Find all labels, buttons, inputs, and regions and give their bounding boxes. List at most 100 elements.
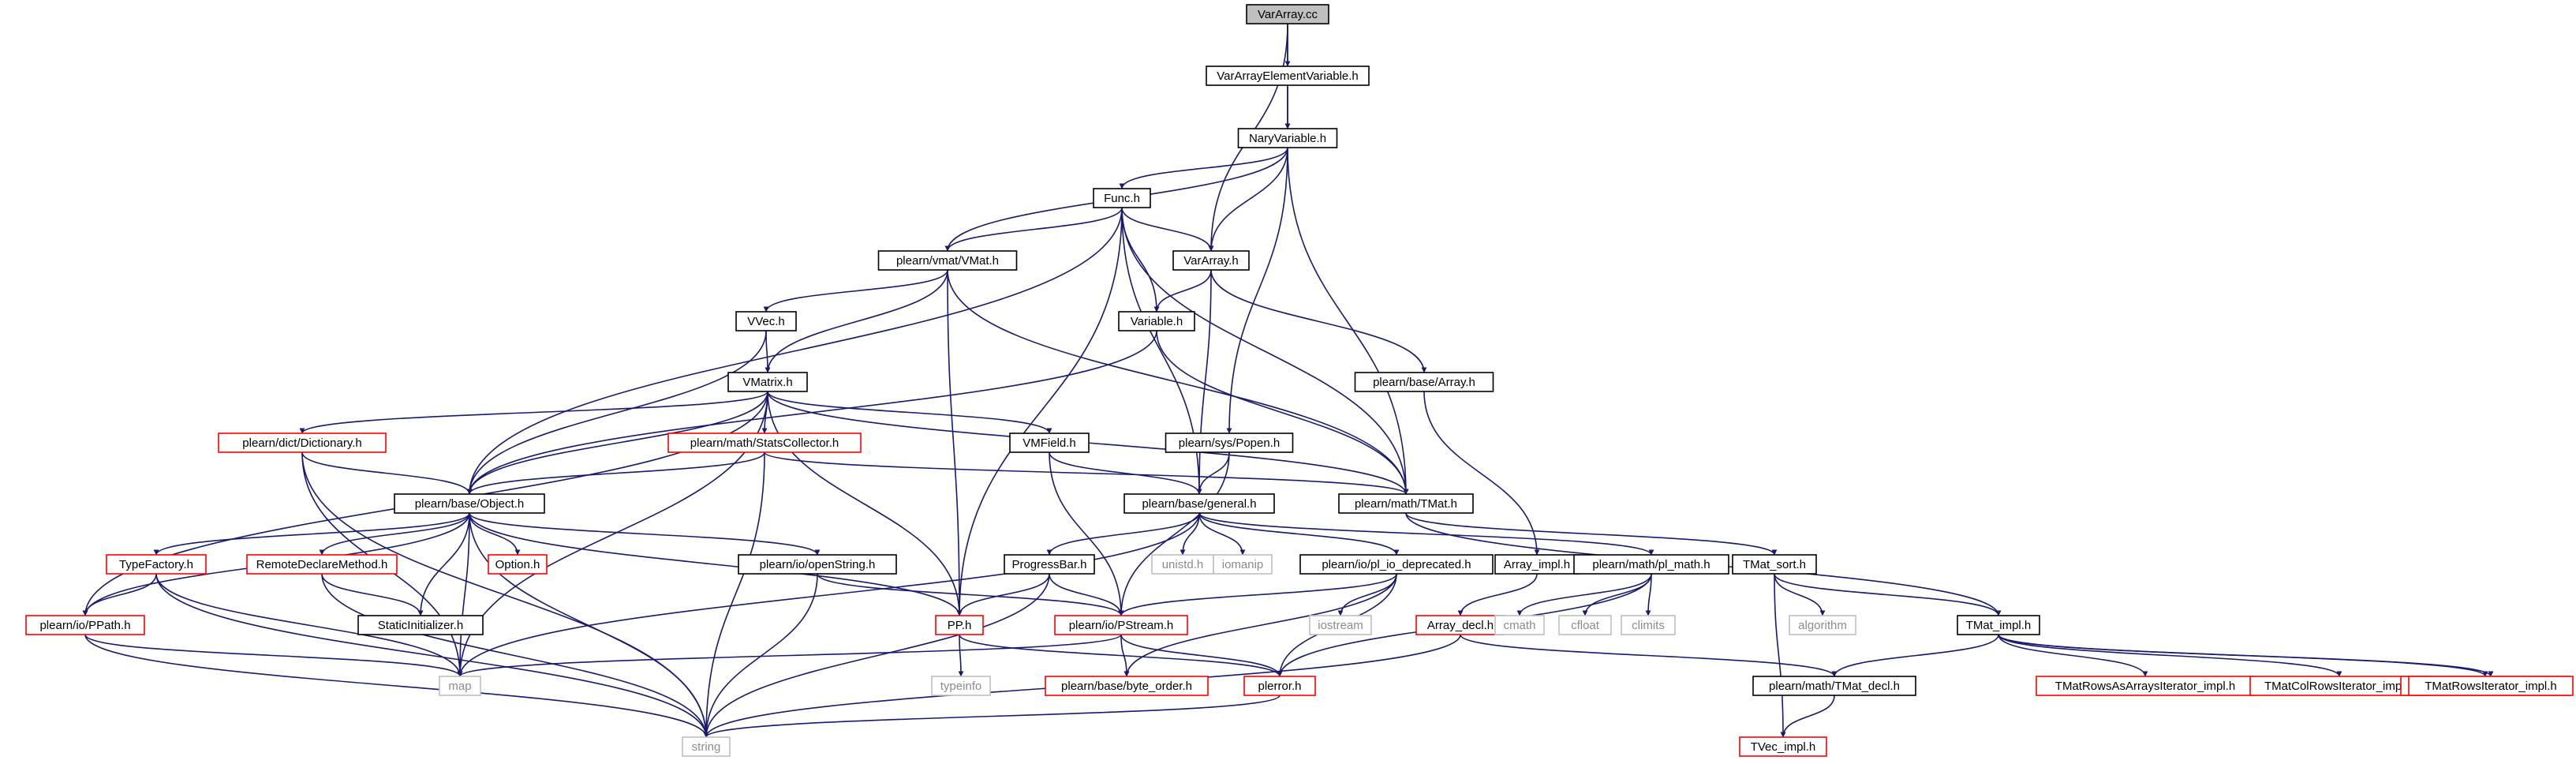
node-vararray-h[interactable]: VarArray.h xyxy=(1172,250,1250,271)
node-box xyxy=(1494,554,1580,575)
node-box xyxy=(25,615,145,635)
node-label: typeinfo xyxy=(940,680,982,693)
node-label: plearn/base/Object.h xyxy=(415,497,524,511)
edge-tmat_impl_h-to-tmat_decl_h xyxy=(1831,634,1999,677)
edge-object_h-to-staticinitializer_h xyxy=(417,512,470,616)
node-unistd-h: unistd.h xyxy=(1151,554,1214,575)
node-dictionary-h[interactable]: plearn/dict/Dictionary.h xyxy=(218,433,387,453)
edge-func_h-to-vararray_h xyxy=(1121,207,1214,252)
node-label: plearn/base/general.h xyxy=(1142,497,1256,511)
node-label: plearn/io/pl_io_deprecated.h xyxy=(1322,558,1471,571)
node-box xyxy=(1415,615,1505,635)
node-func-h[interactable]: Func.h xyxy=(1093,188,1151,208)
node-box xyxy=(1621,615,1676,635)
node-plerror-h[interactable]: plerror.h xyxy=(1243,676,1316,696)
node-box xyxy=(488,554,548,575)
node-vmat-h[interactable]: plearn/vmat/VMat.h xyxy=(877,250,1018,271)
node-label: plearn/sys/Popen.h xyxy=(1179,436,1280,450)
node-box xyxy=(735,311,797,331)
edge-progressbar_h-to-string xyxy=(703,573,1050,738)
node-box xyxy=(1045,676,1209,696)
node-label: TMatColRowsIterator_impl.h xyxy=(2264,680,2414,693)
node-box xyxy=(738,554,897,575)
node-label: plearn/math/TMat_decl.h xyxy=(1769,680,1900,693)
node-string: string xyxy=(682,736,731,757)
node-box xyxy=(1009,433,1090,453)
edge-pp_h-to-typeinfo xyxy=(958,634,964,677)
edge-naryvariable_h-to-tmat_h xyxy=(1287,147,1409,495)
edge-vararray_h-to-base_array_h xyxy=(1210,269,1427,373)
node-general-h[interactable]: plearn/base/general.h xyxy=(1123,493,1275,514)
node-label: Option.h xyxy=(495,558,540,571)
node-option-h[interactable]: Option.h xyxy=(488,554,548,575)
edge-object_h-to-openstring_h xyxy=(469,512,821,556)
node-tmatrows-h[interactable]: TMatRowsIterator_impl.h xyxy=(2408,676,2574,696)
node-variable-h[interactable]: Variable.h xyxy=(1118,311,1195,331)
edge-vmatrix_h-to-object_h xyxy=(466,391,768,495)
node-box xyxy=(1004,554,1095,575)
edge-pl_math_h-to-climits xyxy=(1645,573,1652,616)
node-box xyxy=(1752,676,1916,696)
node-naryvariable-h[interactable]: NaryVariable.h xyxy=(1237,128,1338,148)
node-box xyxy=(1206,66,1370,86)
node-tmat-sort-h[interactable]: TMat_sort.h xyxy=(1732,554,1817,575)
edge-func_h-to-vmat_h xyxy=(944,207,1123,252)
node-base-array-h[interactable]: plearn/base/Array.h xyxy=(1354,372,1494,392)
node-label: PP.h xyxy=(948,619,972,632)
edge-remotedeclaremethod_h-to-string xyxy=(321,573,709,738)
node-tvec-impl-h[interactable]: TVec_impl.h xyxy=(1739,736,1827,757)
node-label: cmath xyxy=(1504,619,1536,632)
node-vararray-cc[interactable]: VarArray.cc xyxy=(1246,4,1329,24)
node-box xyxy=(877,250,1018,271)
node-vmatrix-h[interactable]: VMatrix.h xyxy=(727,372,808,392)
node-array-decl-h[interactable]: Array_decl.h xyxy=(1415,615,1505,635)
edge-func_h-to-variable_h xyxy=(1121,207,1160,313)
node-tmat-decl-h[interactable]: plearn/math/TMat_decl.h xyxy=(1752,676,1916,696)
node-box xyxy=(1151,554,1214,575)
edge-vararray_h-to-variable_h xyxy=(1153,269,1212,313)
edge-tmat_impl_h-to-tmatrows_h xyxy=(1998,634,2494,677)
node-popen-h[interactable]: plearn/sys/Popen.h xyxy=(1165,433,1294,453)
node-tmat-h[interactable]: plearn/math/TMat.h xyxy=(1338,493,1474,514)
node-pl-math-h[interactable]: plearn/math/pl_math.h xyxy=(1573,554,1729,575)
node-vararrayelementvariable-h[interactable]: VarArrayElementVariable.h xyxy=(1206,66,1370,86)
node-array-impl-h[interactable]: Array_impl.h xyxy=(1494,554,1580,575)
edge-general_h-to-pl_math_h xyxy=(1198,512,1654,556)
node-label: TVec_impl.h xyxy=(1751,740,1816,754)
node-openstring-h[interactable]: plearn/io/openString.h xyxy=(738,554,897,575)
node-pstream-h[interactable]: plearn/io/PStream.h xyxy=(1054,615,1188,635)
edge-general_h-to-iomanip xyxy=(1198,512,1246,556)
edge-naryvariable_h-to-func_h xyxy=(1119,147,1288,189)
edge-pl_io_deprecated_h-to-pstream_h xyxy=(1118,573,1397,616)
edge-variable_h-to-tmat_h xyxy=(1156,330,1409,495)
node-pp-h[interactable]: PP.h xyxy=(935,615,984,635)
node-box xyxy=(1213,554,1273,575)
node-label: plearn/math/StatsCollector.h xyxy=(690,436,839,450)
node-label: Func.h xyxy=(1104,192,1140,205)
node-progressbar-h[interactable]: ProgressBar.h xyxy=(1004,554,1095,575)
node-byte-order-h[interactable]: plearn/base/byte_order.h xyxy=(1045,676,1209,696)
node-label: Variable.h xyxy=(1131,315,1183,328)
node-label: TMat_sort.h xyxy=(1743,558,1806,571)
node-object-h[interactable]: plearn/base/Object.h xyxy=(394,493,545,514)
node-tmat-impl-h[interactable]: TMat_impl.h xyxy=(1957,615,2040,635)
edge-object_h-to-pp_h xyxy=(469,512,963,616)
node-label: Array_impl.h xyxy=(1504,558,1570,571)
node-box xyxy=(2036,676,2255,696)
edge-progressbar_h-to-pp_h xyxy=(956,573,1050,616)
node-statscollector-h[interactable]: plearn/math/StatsCollector.h xyxy=(667,433,862,453)
node-tmatrowsasarrays-h[interactable]: TMatRowsAsArraysIterator_impl.h xyxy=(2036,676,2255,696)
node-staticinitializer-h[interactable]: StaticInitializer.h xyxy=(357,615,484,635)
node-vmfield-h[interactable]: VMField.h xyxy=(1009,433,1090,453)
node-box xyxy=(357,615,484,635)
node-pl-io-deprecated-h[interactable]: plearn/io/pl_io_deprecated.h xyxy=(1299,554,1494,575)
node-label: VarArray.h xyxy=(1183,254,1238,268)
node-label: VarArray.cc xyxy=(1258,8,1318,21)
node-ppath-h[interactable]: plearn/io/PPath.h xyxy=(25,615,145,635)
node-vvec-h[interactable]: VVec.h xyxy=(735,311,797,331)
node-remotedeclaremethod-h[interactable]: RemoteDeclareMethod.h xyxy=(246,554,398,575)
node-typefactory-h[interactable]: TypeFactory.h xyxy=(106,554,207,575)
node-box xyxy=(1123,493,1275,514)
node-label: TMatRowsAsArraysIterator_impl.h xyxy=(2055,680,2235,693)
edge-tmat_sort_h-to-algorithm xyxy=(1774,573,1826,616)
